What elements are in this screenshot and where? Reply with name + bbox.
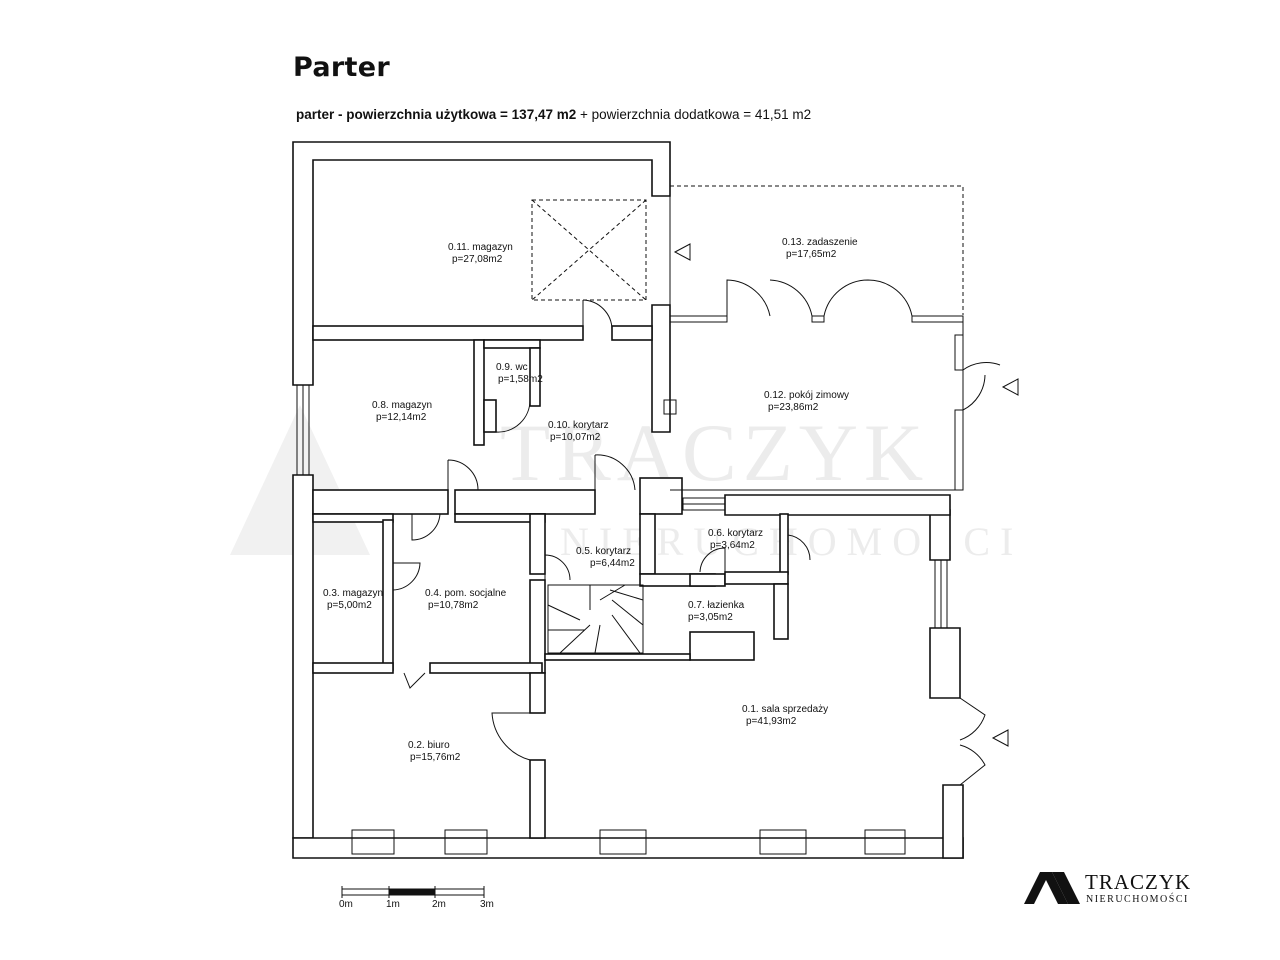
doors [392,279,1001,786]
brand-name: TRACZYK [1085,870,1192,894]
room-area: p=12,14m2 [376,412,427,423]
room-area: p=10,78m2 [428,600,479,611]
area-summary: parter - powierzchnia użytkowa = 137,47 … [296,107,811,122]
scale-tick-label: 1m [386,899,400,910]
scale-tick-label: 0m [339,899,353,910]
entrance-triangle-icon [991,729,1009,747]
skylight [531,199,647,301]
room-area: p=5,00m2 [327,600,372,611]
entrance-markers [673,243,1019,747]
room-area: p=3,64m2 [710,540,755,551]
windows [296,384,948,855]
scale-tick-label: 2m [432,899,446,910]
scale-bar: 0m 1m 2m 3m [339,886,494,910]
room-name: 0.13. zadaszenie [782,237,858,248]
room-area: p=6,44m2 [590,558,635,569]
room-area: p=17,65m2 [786,249,837,260]
brand-logo-icon [1024,872,1080,904]
room-area: p=23,86m2 [768,402,819,413]
room-name: 0.9. wc [496,362,528,373]
room-name: 0.2. biuro [408,740,450,751]
entrance-triangle-icon [1001,378,1019,396]
room-name: 0.6. korytarz [708,528,763,539]
additional-area-text: + powierzchnia dodatkowa = 41,51 m2 [576,107,812,122]
room-name: 0.8. magazyn [372,400,432,411]
interior-walls [312,325,789,839]
room-name: 0.7. łazienka [688,600,745,611]
room-name: 0.3. magazyn [323,588,383,599]
room-area: p=3,05m2 [688,612,733,623]
room-name: 0.5. korytarz [576,546,631,557]
staircase [547,584,644,654]
room-area: p=10,07m2 [550,432,601,443]
room-name: 0.10. korytarz [548,420,609,431]
room-name: 0.11. magazyn [448,242,513,253]
usable-area-text: parter - powierzchnia użytkowa = 137,47 … [296,107,577,122]
entrance-triangle-icon [673,243,691,261]
watermark: TRACZYK NIERUCHOMOŚCI [230,405,1013,564]
room-area: p=27,08m2 [452,254,503,265]
room-name: 0.12. pokój zimowy [764,390,849,401]
page-title: Parter [293,52,390,83]
room-area: p=15,76m2 [410,752,461,763]
room-area: p=1,58m2 [498,374,543,385]
watermark-name: TRACZYK [500,407,929,498]
room-area: p=41,93m2 [746,716,797,727]
scale-tick-label: 3m [480,899,494,910]
brand-subtitle: NIERUCHOMOŚCI [1086,894,1189,905]
room-labels: 0.11. magazyn p=27,08m2 0.13. zadaszenie… [323,237,858,763]
terrace-outline [663,185,964,491]
outer-walls [292,141,964,859]
room-name: 0.4. pom. socjalne [425,588,507,599]
room-name: 0.1. sala sprzedaży [742,704,828,715]
